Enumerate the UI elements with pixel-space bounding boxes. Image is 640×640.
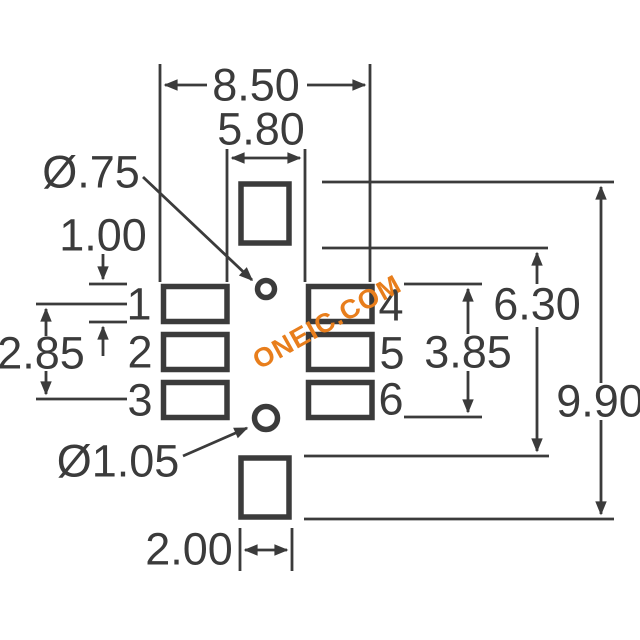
dim-pad-group-height: 3.85 <box>404 282 512 419</box>
dim-inner-width: 5.80 <box>217 104 307 282</box>
pad-4-number: 4 <box>378 280 403 331</box>
dim-anchor-pad-width-label: 2.00 <box>145 524 233 575</box>
dim-overall-width: 8.50 <box>158 60 372 282</box>
pad-shapes <box>160 181 375 520</box>
dim-pad-center-span: 2.85 <box>0 302 127 401</box>
dim-pad-center-span-label: 2.85 <box>0 328 85 379</box>
small-hole-dia-label: Ø.75 <box>42 147 140 198</box>
pad-3 <box>160 379 230 421</box>
pad-6 <box>305 379 375 421</box>
pad-1-number: 1 <box>126 279 151 330</box>
leader-line <box>142 175 254 282</box>
pad-5 <box>305 331 375 373</box>
callout-small-hole: Ø.75 <box>42 147 254 282</box>
bottom-square-pad <box>238 455 292 520</box>
small-hole-circle <box>254 277 278 301</box>
dim-inner-height-label: 6.30 <box>493 279 581 330</box>
pad-2-number: 2 <box>127 327 152 378</box>
callout-large-hole: Ø1.05 <box>57 426 249 487</box>
pad-3-number: 3 <box>127 375 152 426</box>
dim-overall-height-label: 9.90 <box>556 376 640 427</box>
dim-inner-height: 6.30 <box>304 246 581 458</box>
pad-4 <box>305 283 375 325</box>
dim-overall-width-label: 8.50 <box>212 60 300 111</box>
top-square-pad <box>238 181 292 246</box>
dim-pad-group-height-label: 3.85 <box>424 327 512 378</box>
pad-5-number: 5 <box>379 328 404 379</box>
dim-anchor-pad-width: 2.00 <box>145 524 294 575</box>
dim-pad-height-label: 1.00 <box>59 210 147 261</box>
dim-pad-height: 1.00 <box>59 210 147 356</box>
large-hole-circle <box>251 403 281 433</box>
pad-1 <box>160 283 230 325</box>
dim-inner-width-label: 5.80 <box>217 104 305 155</box>
leader-line <box>182 426 249 458</box>
pad-2 <box>160 331 230 373</box>
large-hole-dia-label: Ø1.05 <box>57 436 180 487</box>
dim-overall-height: 9.90 <box>304 180 640 521</box>
pad-6-number: 6 <box>378 374 403 425</box>
pad-number-labels: 1 2 3 4 5 6 <box>126 279 404 426</box>
